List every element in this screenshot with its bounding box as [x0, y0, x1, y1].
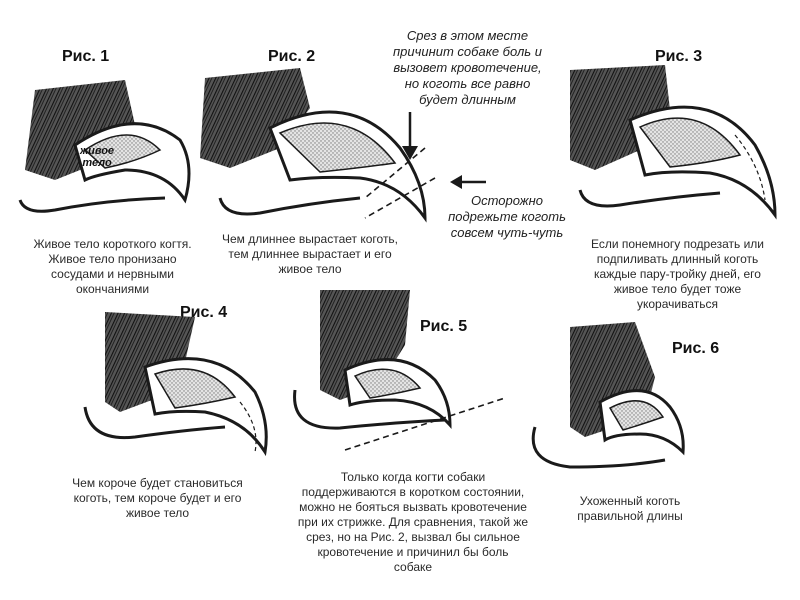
fig1-toe-pad [18, 196, 166, 213]
fig4-illustration [83, 312, 268, 457]
fig3-toe-pad [578, 189, 721, 208]
fig2-cut-line-upper [364, 147, 426, 199]
fig5-quick [353, 368, 422, 399]
fig6-illustration [531, 322, 685, 469]
fig5-illustration [293, 290, 506, 451]
fig4-toe-pad [83, 406, 226, 440]
fig5-title: Рис. 5 [420, 318, 468, 335]
fig2-title: Рис. 2 [268, 48, 316, 65]
fig5-cut-line [344, 397, 506, 451]
fig2-toe-pad [218, 196, 361, 216]
fig2-cut-line-lower [364, 177, 436, 219]
fig5-toe-pad [293, 389, 446, 430]
fig4-previous-claw-outline [239, 401, 257, 453]
fig3-title: Рис. 3 [655, 48, 703, 65]
fig3-previous-quick-outline [734, 134, 766, 201]
fig4-title: Рис. 4 [180, 304, 228, 321]
fig3-fur [570, 65, 670, 170]
fig2-quick [278, 122, 397, 173]
fig1-title: Рис. 1 [62, 48, 110, 65]
careful-trim-arrow [450, 175, 486, 189]
fig4-fur [105, 312, 195, 412]
fig2-caption: Чем длиннее вырастает коготь,тем длиннее… [221, 232, 399, 276]
fig1-caption: Живое тело короткого когтя.Живое тело пр… [33, 237, 192, 296]
fig6-title: Рис. 6 [672, 340, 720, 357]
fig6-toe-pad [531, 426, 666, 469]
fig1-illustration [18, 80, 191, 213]
fig2-illustration [200, 68, 436, 223]
cut-warning-arrow [402, 112, 418, 160]
fig6-quick [608, 400, 665, 431]
fig3-illustration [570, 65, 777, 220]
fig3-quick [638, 117, 742, 168]
fig1-quick [83, 134, 162, 169]
fig4-quick [153, 368, 237, 409]
